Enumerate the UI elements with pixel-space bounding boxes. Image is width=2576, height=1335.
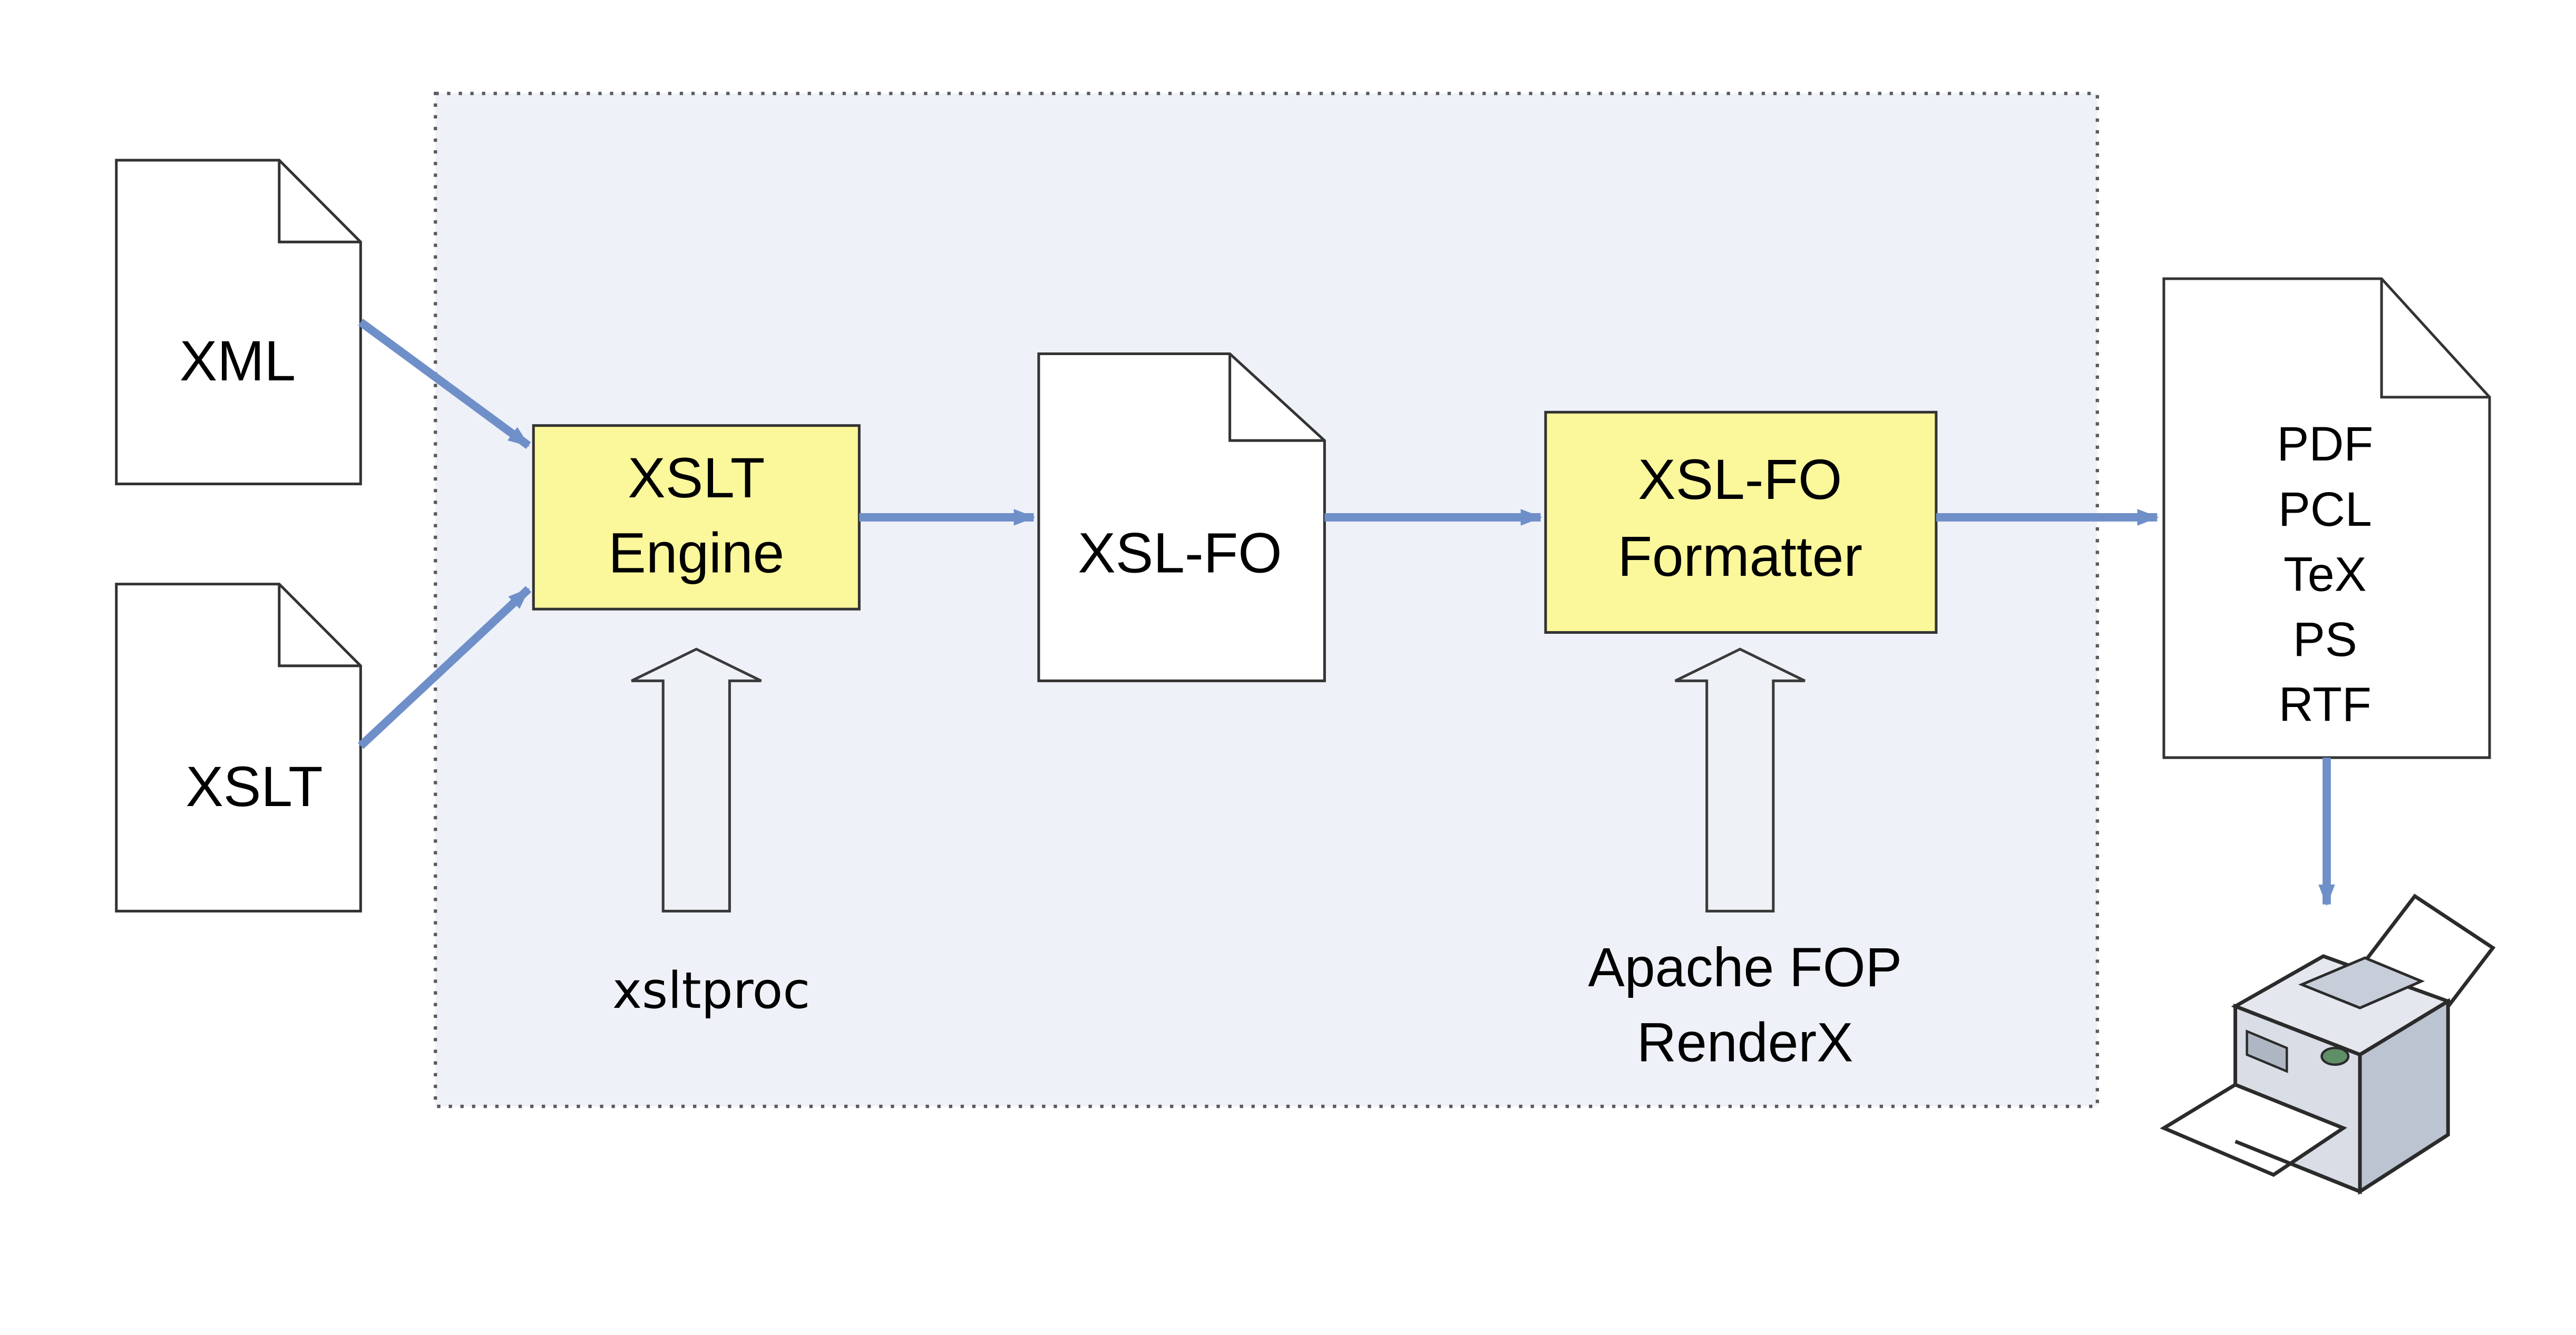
formatter-line2: Formatter	[1617, 525, 1862, 588]
xslfo-document: XSL-FO	[1037, 352, 1326, 682]
formatter-box: XSL-FO Formatter	[1544, 410, 1938, 634]
xslt-engine-line1: XSLT	[628, 446, 765, 509]
output-document: PDF PCL TeX PS RTF	[2162, 277, 2491, 759]
output-format-pdf: PDF	[2277, 417, 2373, 471]
printer-icon	[2160, 894, 2496, 1195]
output-format-rtf: RTF	[2279, 678, 2372, 731]
apache-fop-label: Apache FOP	[1588, 937, 1902, 998]
output-format-ps: PS	[2293, 613, 2357, 666]
output-format-tex: TeX	[2284, 547, 2367, 601]
xslt-engine-line2: Engine	[608, 521, 784, 584]
xsltproc-up-arrow	[631, 647, 762, 912]
xslt-label: XSLT	[186, 755, 323, 818]
xslt-document: XSLT	[115, 583, 362, 912]
xsltproc-label: xsltproc	[612, 962, 810, 1020]
xslt-to-engine-arrow	[357, 586, 532, 749]
xml-document: XML	[115, 159, 362, 486]
formatter-tool-up-arrow	[1674, 647, 1806, 912]
formatter-line1: XSL-FO	[1638, 448, 1842, 511]
xml-to-engine-arrow	[358, 318, 531, 449]
xslt-engine-box: XSLT Engine	[532, 424, 861, 611]
output-format-pcl: PCL	[2278, 483, 2372, 536]
renderx-label: RenderX	[1637, 1012, 1853, 1073]
xslfo-label: XSL-FO	[1078, 521, 1282, 584]
xml-label: XML	[180, 329, 296, 392]
